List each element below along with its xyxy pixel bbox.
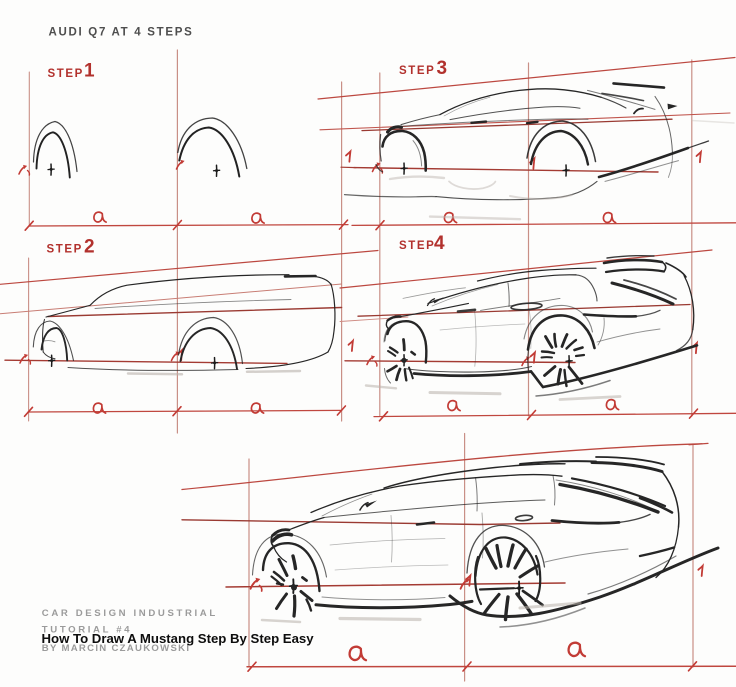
svg-text:CAR DESIGN INDUSTRIAL: CAR DESIGN INDUSTRIAL xyxy=(42,608,218,619)
svg-text:BY MARCIN CZAUKOWSKI: BY MARCIN CZAUKOWSKI xyxy=(42,643,191,654)
svg-text:STEP: STEP xyxy=(48,68,84,80)
svg-text:1: 1 xyxy=(84,61,95,82)
svg-text:STEP: STEP xyxy=(47,243,83,255)
svg-text:3: 3 xyxy=(437,58,448,79)
svg-text:STEP: STEP xyxy=(399,65,435,77)
svg-text:2: 2 xyxy=(84,236,95,257)
svg-text:STEP: STEP xyxy=(399,240,435,252)
svg-text:TUTORIAL #4: TUTORIAL #4 xyxy=(42,624,132,635)
svg-text:AUDI Q7 AT 4 STEPS: AUDI Q7 AT 4 STEPS xyxy=(49,26,194,38)
svg-text:4: 4 xyxy=(434,233,445,254)
svg-text:How To Draw A Mustang Step By: How To Draw A Mustang Step By Step Easy xyxy=(42,631,315,646)
